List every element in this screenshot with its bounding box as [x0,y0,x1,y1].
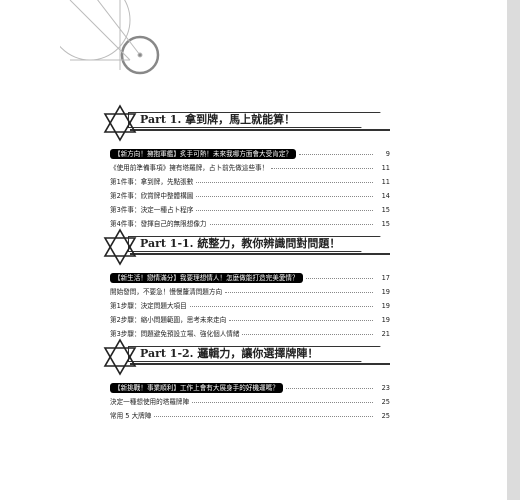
toc-entry[interactable]: 開始發問，不要急！慢慢釐清問題方向 19 [100,285,390,299]
leader-dots [196,209,373,211]
leader-dots [225,291,373,293]
section-banner: Part 1-1. 統整力，教你辨識問對問題！ [100,227,390,267]
leader-dots [271,167,373,169]
section-banner: Part 1. 拿到牌，馬上就能算！ [100,103,390,143]
entry-highlight-label: 【新挑戰！事業順利】工作上會有大展身手的好機運嗎？ [110,383,283,393]
page-edge-strip [507,0,520,500]
entry-label: 第1步驟：決定問題大項目 [110,302,187,310]
toc-entry[interactable]: 【新挑戰！事業順利】工作上會有大展身手的好機運嗎？ 23 [100,381,390,395]
entry-label: 決定一種想使用的塔羅牌陣 [110,398,190,406]
page-number: 17 [381,274,390,282]
page-number: 23 [381,384,390,392]
section-title: Part 1-1. 統整力，教你辨識問對問題！ [140,237,341,250]
page-number: 19 [381,288,390,296]
entry-highlight-label: 【新方向！擁抱軍艦】炙手可熱！未來我哪方面會大受肯定？ [110,149,297,159]
toc-entry[interactable]: 第1件事：拿到牌，先點張數 11 [100,175,390,189]
page-number: 14 [381,192,390,200]
entry-label: 第4件事：發揮自己的無限想像力 [110,220,207,228]
page-number: 11 [381,178,390,186]
entry-label: 第2步驟：縮小問題範圍，思考未來走向 [110,316,227,324]
page-number: 21 [381,330,390,338]
leader-dots [209,223,373,225]
page-number: 11 [381,164,390,172]
hexagram-icon [103,104,137,142]
section-banner: Part 1-2. 邏輯力，讓你選擇牌陣！ [100,337,390,377]
page-number: 15 [381,206,390,214]
toc-entry[interactable]: 第4件事：發揮自己的無限想像力 15 [100,217,390,231]
leader-dots [242,333,373,335]
page-number: 25 [381,412,390,420]
banner-underline [130,129,390,131]
toc-entry[interactable]: 【新生活！戀情滿分】我要理想情人！怎麼做能打造完美愛情？ 17 [100,271,390,285]
hexagram-icon [103,228,137,266]
toc-entry[interactable]: 第3件事：決定一種占卜程序 15 [100,203,390,217]
page-number: 15 [381,220,390,228]
leader-dots [285,387,373,389]
leader-dots [305,277,373,279]
entry-label: 第3步驟：問題避免預設立場、強化個人情緒 [110,330,240,338]
entry-label: 第2件事：欣賞牌中整體構圖 [110,192,194,200]
section-part-1-2: Part 1-2. 邏輯力，讓你選擇牌陣！ 【新挑戰！事業順利】工作上會有大展身… [100,337,390,423]
section-part-1-1: Part 1-1. 統整力，教你辨識問對問題！ 【新生活！戀情滿分】我要理想情人… [100,227,390,341]
banner-underline [130,253,390,255]
entry-label: 常用 5 大牌陣 [110,412,152,420]
page-number: 9 [385,150,390,158]
leader-dots [196,181,373,183]
toc-entry[interactable]: 常用 5 大牌陣 25 [100,409,390,423]
toc-entry[interactable]: 第2件事：欣賞牌中整體構圖 14 [100,189,390,203]
page-number: 25 [381,398,390,406]
toc-entry[interactable]: 【新方向！擁抱軍艦】炙手可熱！未來我哪方面會大受肯定？ 9 [100,147,390,161]
toc-entry[interactable]: 《使用前準備事項》擁有塔羅牌，占卜前先做這些事！ 11 [100,161,390,175]
section-part-1: Part 1. 拿到牌，馬上就能算！ 【新方向！擁抱軍艦】炙手可熱！未來我哪方面… [100,103,390,231]
toc-entry[interactable]: 決定一種想使用的塔羅牌陣 25 [100,395,390,409]
page-number: 19 [381,302,390,310]
geometric-decoration [60,0,160,75]
section-title: Part 1-2. 邏輯力，讓你選擇牌陣！ [140,347,319,360]
leader-dots [299,153,373,155]
hexagram-icon [103,338,137,376]
leader-dots [229,319,373,321]
entry-label: 開始發問，不要急！慢慢釐清問題方向 [110,288,223,296]
leader-dots [192,401,373,403]
leader-dots [196,195,373,197]
entry-highlight-label: 【新生活！戀情滿分】我要理想情人！怎麼做能打造完美愛情？ [110,273,303,283]
section-title: Part 1. 拿到牌，馬上就能算！ [140,113,296,126]
banner-underline [130,363,390,365]
leader-dots [189,305,373,307]
toc-entry[interactable]: 第3步驟：問題避免預設立場、強化個人情緒 21 [100,327,390,341]
leader-dots [154,415,373,417]
entry-label: 《使用前準備事項》擁有塔羅牌，占卜前先做這些事！ [110,164,269,172]
toc-entry[interactable]: 第1步驟：決定問題大項目 19 [100,299,390,313]
entry-label: 第1件事：拿到牌，先點張數 [110,178,194,186]
entry-label: 第3件事：決定一種占卜程序 [110,206,194,214]
page-number: 19 [381,316,390,324]
toc-entry[interactable]: 第2步驟：縮小問題範圍，思考未來走向 19 [100,313,390,327]
